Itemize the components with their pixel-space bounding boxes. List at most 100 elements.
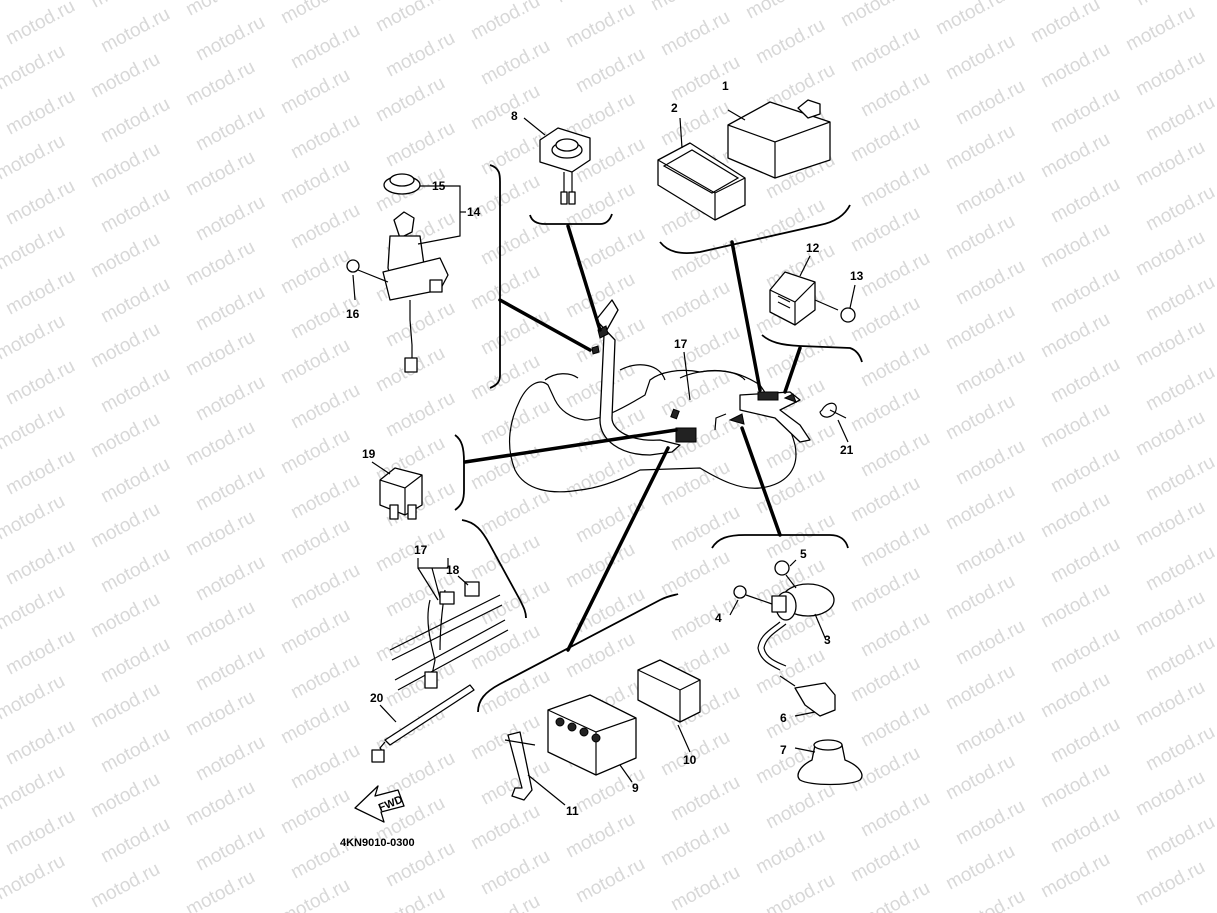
watermark-text: motod.ru (942, 31, 1018, 85)
watermark-text: motod.ru (477, 486, 553, 540)
part-1-cdi-unit (727, 99, 831, 179)
watermark-text: motod.ru (192, 552, 268, 606)
watermark-text: motod.ru (1047, 444, 1123, 498)
watermark-text: motod.ru (657, 97, 733, 151)
watermark-text: motod.ru (467, 891, 543, 913)
callout-11: 11 (566, 804, 579, 818)
watermark-text: motod.ru (182, 417, 258, 471)
watermark-text: motod.ru (287, 740, 363, 794)
watermark-text: motod.ru (1047, 534, 1123, 588)
watermark-text: motod.ru (477, 36, 553, 90)
watermark-text: motod.ru (857, 158, 933, 212)
watermark-text: motod.ru (1037, 489, 1113, 543)
callout-15: 15 (432, 179, 446, 193)
watermark-text: motod.ru (667, 232, 743, 286)
watermark-text: motod.ru (1132, 857, 1208, 911)
watermark-text: motod.ru (857, 428, 933, 482)
callout-16: 16 (346, 307, 360, 321)
watermark-text: motod.ru (847, 473, 923, 527)
watermark-text: motod.ru (2, 446, 78, 500)
callout-18: 18 (446, 563, 460, 577)
part-2-cover (657, 117, 746, 221)
watermark-text: motod.ru (942, 661, 1018, 715)
watermark-text: motod.ru (667, 592, 743, 646)
watermark-text: motod.ru (1142, 272, 1217, 326)
watermark-text: motod.ru (382, 118, 458, 172)
watermark-text: motod.ru (1037, 309, 1113, 363)
part-8-switch (523, 117, 591, 205)
watermark-text: motod.ru (277, 875, 353, 913)
watermark-text: motod.ru (572, 494, 648, 548)
watermark-text: motod.ru (952, 706, 1028, 760)
watermark-text: motod.ru (287, 20, 363, 74)
watermark-text: motod.ru (287, 560, 363, 614)
watermark-text: motod.ru (382, 298, 458, 352)
callout-17-harness: 17 (414, 543, 428, 557)
watermark-text: motod.ru (2, 266, 78, 320)
watermark-text: motod.ru (1132, 227, 1208, 281)
watermark-text: motod.ru (1132, 317, 1208, 371)
watermark-text: motod.ru (847, 833, 923, 887)
part-code: 4KN9010-0300 (340, 837, 415, 849)
watermark-text: motod.ru (857, 878, 933, 913)
watermark-text: motod.ru (857, 788, 933, 842)
callout-3: 3 (824, 633, 831, 647)
watermark-text: motod.ru (847, 383, 923, 437)
watermark-text: motod.ru (1142, 812, 1217, 866)
watermark-text: motod.ru (952, 526, 1028, 580)
watermark-text: motod.ru (287, 200, 363, 254)
watermark-text: motod.ru (1047, 804, 1123, 858)
watermark-text: motod.ru (657, 367, 733, 421)
watermark-text: motod.ru (847, 293, 923, 347)
watermark-text: motod.ru (277, 0, 353, 28)
watermark-text: motod.ru (287, 470, 363, 524)
watermark-text: motod.ru (837, 0, 913, 31)
watermark-text: motod.ru (192, 102, 268, 156)
watermark-text: motod.ru (182, 507, 258, 561)
watermark-text: motod.ru (97, 454, 173, 508)
watermark-text: motod.ru (97, 364, 173, 418)
watermark-text: motod.ru (182, 147, 258, 201)
callout-19: 19 (362, 447, 376, 461)
watermark-text: motod.ru (952, 166, 1028, 220)
watermark-text: motod.ru (477, 666, 553, 720)
watermark-text: motod.ru (0, 581, 69, 635)
watermark-text: motod.ru (952, 76, 1028, 130)
watermark-text: motod.ru (87, 139, 163, 193)
watermark-text: motod.ru (0, 41, 69, 95)
watermark-text: motod.ru (87, 859, 163, 913)
watermark-text: motod.ru (277, 65, 353, 119)
watermark-text: motod.ru (192, 282, 268, 336)
watermark-text: motod.ru (1047, 714, 1123, 768)
watermark-text: motod.ru (952, 256, 1028, 310)
watermark-text: motod.ru (1132, 587, 1208, 641)
watermark-text: motod.ru (1142, 632, 1217, 686)
watermark-text: motod.ru (277, 605, 353, 659)
watermark-text: motod.ru (2, 176, 78, 230)
watermark-text: motod.ru (97, 724, 173, 778)
watermark-text: motod.ru (942, 211, 1018, 265)
watermark-text: motod.ru (1037, 669, 1113, 723)
watermark-text: motod.ru (952, 346, 1028, 400)
watermark-text: motod.ru (467, 261, 543, 315)
watermark-text: motod.ru (97, 4, 173, 58)
watermark-text: motod.ru (1037, 399, 1113, 453)
watermark-text: motod.ru (952, 886, 1028, 913)
part-4-bolt (729, 585, 773, 616)
watermark-text: motod.ru (572, 584, 648, 638)
watermark-text: motod.ru (1142, 92, 1217, 146)
part-16-bolt (346, 259, 389, 301)
watermark-text: motod.ru (467, 351, 543, 405)
watermark-text: motod.ru (182, 57, 258, 111)
watermark-text: motod.ru (2, 716, 78, 770)
watermark-text: motod.ru (942, 121, 1018, 175)
watermark-text: motod.ru (382, 28, 458, 82)
part-7-cap-cover (794, 739, 863, 786)
watermark-text: motod.ru (942, 301, 1018, 355)
watermark-text: motod.ru (87, 589, 163, 643)
part-14-main-switch (382, 173, 466, 373)
watermark-text: motod.ru (182, 867, 258, 913)
watermark-text: motod.ru (1142, 722, 1217, 776)
watermark-text: motod.ru (572, 224, 648, 278)
